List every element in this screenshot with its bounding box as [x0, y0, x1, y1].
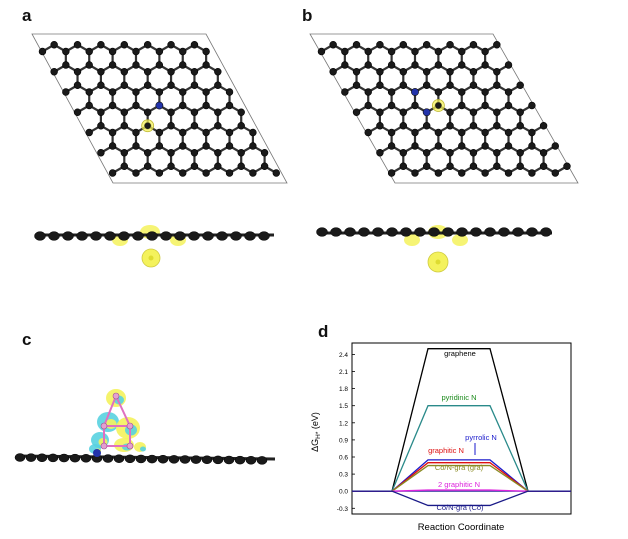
- y-tick-label: 1.5: [339, 403, 348, 410]
- y-tick-label: 0.9: [339, 437, 348, 444]
- y-axis-ticks: -0.3 0.0 0.3 0.6 0.9 1.2 1.5 1.8 2.1 2.4: [337, 352, 355, 513]
- y-tick-label: 2.1: [339, 369, 348, 376]
- y-axis-label: ΔGH* (eV): [310, 412, 322, 452]
- y-tick-label: 2.4: [339, 352, 348, 359]
- y-tick-label: 0.0: [339, 489, 348, 496]
- panel-label-a: a: [22, 6, 32, 25]
- y-tick-label: 1.8: [339, 386, 348, 393]
- y-tick-label: 1.2: [339, 420, 348, 427]
- series-label: graphene: [444, 349, 476, 358]
- series-line: [352, 490, 571, 507]
- series-label: Co/N-gra (Co): [436, 503, 484, 512]
- series-lines: [352, 348, 571, 507]
- series-label: Co/N-gra (gra): [435, 463, 484, 472]
- panel-label-c: c: [22, 330, 32, 349]
- y-tick-label: 0.6: [339, 455, 348, 462]
- x-axis-label: Reaction Coordinate: [418, 522, 505, 533]
- panel-label-d: d: [318, 322, 329, 341]
- series-label: graphitic N: [428, 446, 464, 455]
- series-label: 2 graphitic N: [438, 480, 480, 489]
- plot-frame: [351, 342, 572, 515]
- panel-label-b: b: [302, 6, 313, 25]
- y-tick-label: -0.3: [337, 506, 349, 513]
- series-label: pyridinic N: [441, 393, 476, 402]
- series-label: pyrrolic N: [465, 433, 497, 442]
- y-tick-label: 0.3: [339, 472, 348, 479]
